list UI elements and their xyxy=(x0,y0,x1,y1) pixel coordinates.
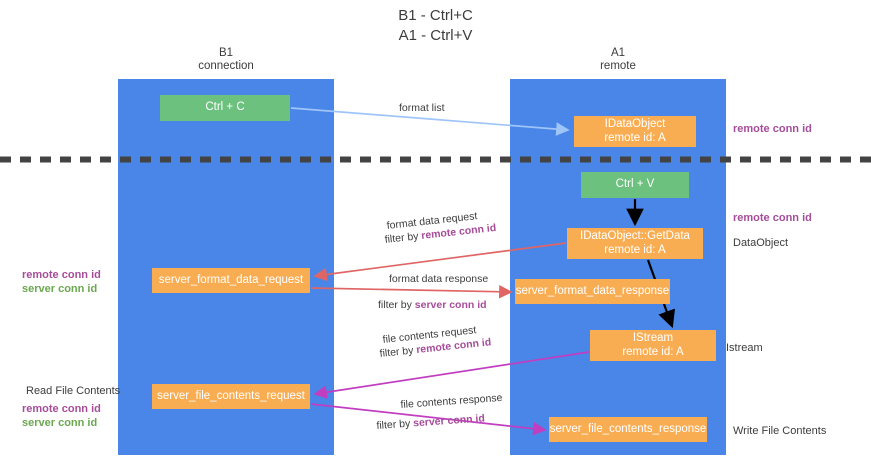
side-label-left-server-conn-id: server conn id xyxy=(22,283,98,295)
node-server-format-data-response-label: server_format_data_response xyxy=(515,284,670,297)
node-istream-line1: IStream xyxy=(632,332,674,344)
node-idataobject[interactable]: IDataObject remote id: A xyxy=(574,116,696,147)
arrow-label-format-data-response: format data response xyxy=(389,273,489,285)
node-server-file-contents-request-label: server_file_contents_request xyxy=(157,389,305,402)
arrow-label-file-contents-response-filter: filter by server conn id xyxy=(376,411,485,433)
page-title: B1 - Ctrl+C A1 - Ctrl+V xyxy=(0,6,871,46)
node-idataobject-line1: IDataObject xyxy=(604,118,666,130)
node-server-format-data-request[interactable]: server_format_data_request xyxy=(152,268,310,293)
node-server-file-contents-response-label: server_file_contents_response xyxy=(549,422,707,435)
column-b1-sub: connection xyxy=(198,60,254,72)
section-divider xyxy=(0,156,871,163)
node-istream[interactable]: IStream remote id: A xyxy=(590,330,716,361)
node-ctrl-c-label: Ctrl + C xyxy=(205,101,245,114)
column-b1-name: B1 xyxy=(218,47,234,59)
arrow-label-format-data-response-filter: filter by server conn id xyxy=(378,298,487,312)
title-line-2: A1 - Ctrl+V xyxy=(398,27,473,44)
filter-value-server-conn-id: server conn id xyxy=(414,299,487,311)
filter-value-server-conn-id: server conn id xyxy=(412,412,486,430)
node-ctrl-v-label: Ctrl + V xyxy=(615,178,655,191)
node-ctrl-c[interactable]: Ctrl + C xyxy=(160,95,290,121)
column-header-a1: A1 remote xyxy=(542,47,694,73)
filter-prefix: filter by xyxy=(379,344,417,360)
node-server-file-contents-request[interactable]: server_file_contents_request xyxy=(152,384,310,409)
side-label-left-remote-conn-id-2: remote conn id xyxy=(22,403,101,415)
node-getdata[interactable]: IDataObject::GetData remote id: A xyxy=(567,228,703,259)
side-label-remote-conn-id-mid: remote conn id xyxy=(733,212,812,224)
column-header-b1: B1 connection xyxy=(150,47,302,73)
side-label-left-conn-ids: remote conn id server conn id xyxy=(22,268,101,296)
arrow-label-format-list: format list xyxy=(399,102,445,114)
node-server-format-data-request-label: server_format_data_request xyxy=(158,273,304,286)
side-label-left-remote-conn-id: remote conn id xyxy=(22,269,101,281)
side-label-left-conn-ids-2: remote conn id server conn id xyxy=(22,402,101,430)
arrow-label-file-contents-response: file contents response xyxy=(400,391,503,411)
side-label-read-file-contents: Read File Contents xyxy=(26,385,121,397)
side-label-dataobject: DataObject xyxy=(733,237,789,249)
node-getdata-line1: IDataObject::GetData xyxy=(580,230,690,242)
node-ctrl-v[interactable]: Ctrl + V xyxy=(581,172,689,198)
node-istream-line2: remote id: A xyxy=(622,345,684,358)
filter-prefix: filter by xyxy=(378,299,415,311)
title-line-1: B1 - Ctrl+C xyxy=(398,7,473,24)
side-label-left-server-conn-id-2: server conn id xyxy=(22,417,98,429)
node-getdata-line2: remote id: A xyxy=(604,243,666,256)
column-a1-name: A1 xyxy=(610,47,626,59)
side-label-write-file-contents: Write File Contents xyxy=(733,425,827,437)
node-server-format-data-response[interactable]: server_format_data_response xyxy=(515,279,670,304)
node-server-file-contents-response[interactable]: server_file_contents_response xyxy=(549,417,707,442)
column-a1-sub: remote xyxy=(600,60,636,72)
filter-prefix: filter by xyxy=(384,230,422,246)
side-label-istream: Istream xyxy=(726,342,763,354)
filter-prefix: filter by xyxy=(376,417,414,432)
side-label-remote-conn-id-top: remote conn id xyxy=(733,123,812,135)
node-idataobject-line2: remote id: A xyxy=(604,131,666,144)
